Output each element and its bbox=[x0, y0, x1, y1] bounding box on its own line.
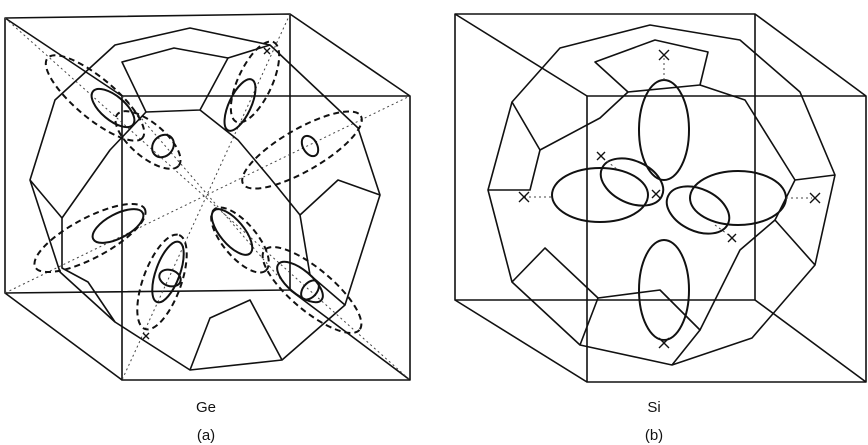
caption-a: (a) bbox=[197, 427, 215, 444]
material-label-si: Si bbox=[647, 399, 660, 416]
panel-si: Si (b) bbox=[454, 13, 867, 444]
axis-markers-ge bbox=[142, 47, 271, 340]
panel-ge: Ge (a) bbox=[4, 13, 411, 444]
caption-b: (b) bbox=[645, 427, 663, 444]
axes-111-ge bbox=[4, 13, 411, 381]
material-label-ge: Ge bbox=[196, 399, 216, 416]
ellipsoids-ge bbox=[33, 40, 363, 334]
axis-markers-si bbox=[518, 49, 821, 349]
